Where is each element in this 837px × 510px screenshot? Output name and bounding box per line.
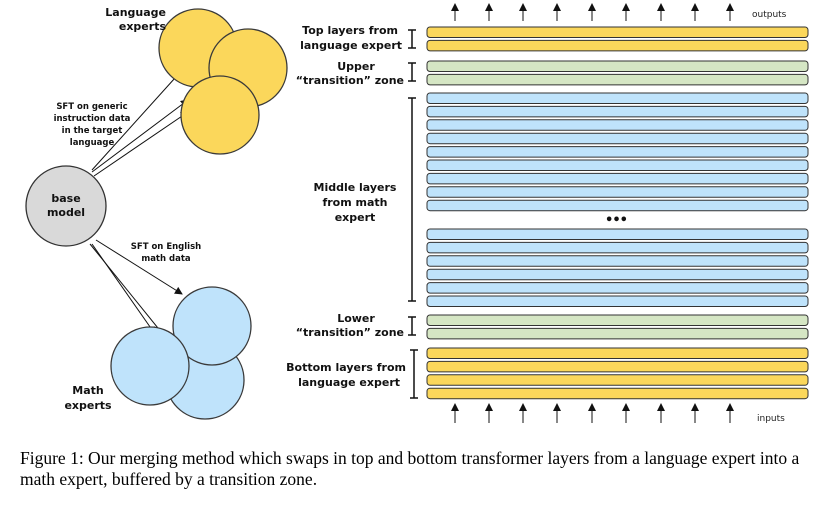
top-layers-label-line1: Top layers from	[302, 24, 398, 37]
sft-math-label-line2: math data	[141, 254, 191, 264]
math-layer	[427, 269, 808, 280]
math-experts-label-line1: Math	[72, 384, 103, 397]
bracket-middle	[408, 98, 416, 301]
language-layer	[427, 27, 808, 38]
sft-generic-label-line2: instruction data	[54, 114, 131, 124]
math-experts-label-line2: experts	[64, 399, 112, 412]
upper-transition-label-line2: “transition” zone	[296, 74, 404, 87]
output-arrows	[455, 4, 730, 21]
merging-diagram: base model Language experts SFT on gener…	[0, 0, 837, 445]
sft-generic-label-line1: SFT on generic	[56, 102, 127, 112]
figure-caption: Figure 1: Our merging method which swaps…	[20, 448, 820, 490]
math-layer	[427, 106, 808, 117]
language-layer	[427, 348, 808, 359]
language-experts-label-line2: experts	[119, 20, 167, 33]
math-layer	[427, 173, 808, 184]
upper-transition-label-line1: Upper	[337, 60, 375, 73]
math-expert-circle	[111, 327, 189, 405]
base-model-label-line2: model	[47, 206, 85, 219]
base-model-label-line1: base	[51, 192, 80, 205]
bracket-bottom	[410, 350, 418, 398]
sft-generic-label-line3: in the target	[62, 126, 123, 136]
bracket-upper	[408, 63, 416, 81]
math-layer	[427, 256, 808, 266]
bottom-layers-label-line1: Bottom layers from	[286, 361, 406, 374]
transition-layer	[427, 328, 808, 339]
ellipsis: •••	[605, 213, 627, 228]
language-experts-label-line1: Language	[105, 6, 166, 19]
inputs-label: inputs	[757, 414, 785, 424]
language-expert-circle	[181, 76, 259, 154]
expert-tree: base model Language experts SFT on gener…	[26, 6, 287, 419]
middle-layers-label-line2: from math	[322, 196, 387, 209]
sft-math-label-line1: SFT on English	[131, 242, 201, 252]
lower-transition-label-line1: Lower	[337, 312, 375, 325]
layer-stack: outputs ••• inputs Top layers from langu…	[286, 4, 808, 424]
language-layer	[427, 388, 808, 399]
math-layer	[427, 229, 808, 240]
math-layer	[427, 200, 808, 211]
math-layer	[427, 187, 808, 198]
math-layer	[427, 160, 808, 171]
math-layer	[427, 93, 808, 104]
transition-layer	[427, 61, 808, 72]
bracket-top	[408, 30, 416, 48]
transition-layer	[427, 315, 808, 326]
math-layer	[427, 283, 808, 294]
math-layer	[427, 242, 808, 253]
bracket-lower	[408, 317, 416, 335]
math-layer	[427, 133, 808, 144]
math-layer	[427, 296, 808, 307]
math-layer	[427, 120, 808, 131]
middle-layers-label-line1: Middle layers	[314, 181, 397, 194]
transition-layer	[427, 74, 808, 85]
language-layer	[427, 361, 808, 372]
math-layer	[427, 147, 808, 158]
middle-layers-label-line3: expert	[335, 211, 376, 224]
bottom-layers-label-line2: language expert	[298, 376, 400, 389]
language-layer	[427, 375, 808, 386]
lower-transition-label-line2: “transition” zone	[296, 326, 404, 339]
sft-generic-label-line4: language	[70, 138, 115, 148]
input-arrows	[455, 404, 730, 423]
language-layer	[427, 40, 808, 51]
outputs-label: outputs	[752, 10, 787, 20]
top-layers-label-line2: language expert	[300, 39, 402, 52]
